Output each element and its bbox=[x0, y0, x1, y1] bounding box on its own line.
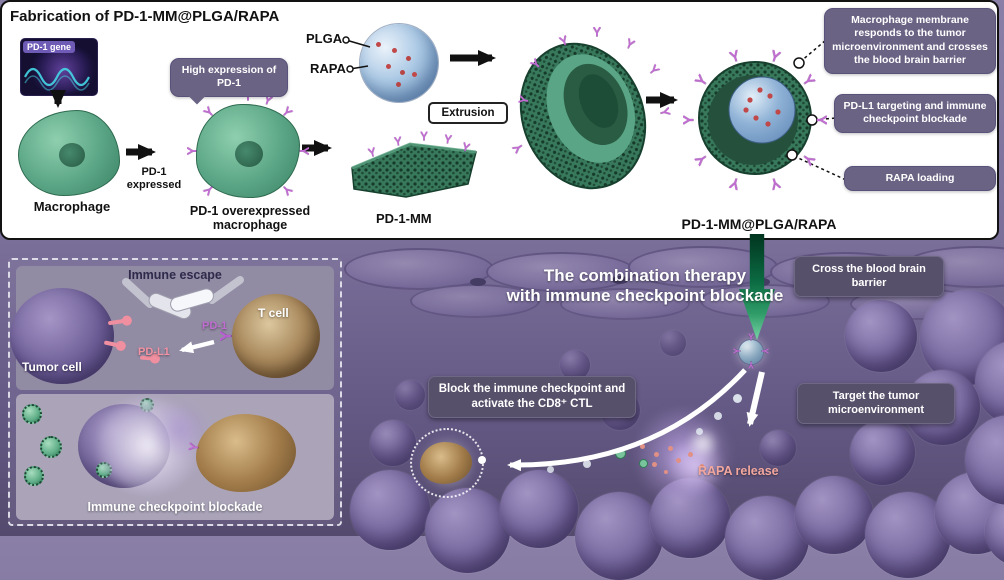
pd1-receptor-icon bbox=[389, 132, 407, 150]
vesicle-dot bbox=[478, 456, 486, 464]
callout-pdl1: PD-L1 targeting and immune checkpoint bl… bbox=[834, 94, 996, 133]
pd1-receptor-icon bbox=[185, 438, 204, 457]
rapa-dot bbox=[654, 452, 659, 457]
pdl1-label: PD-L1 bbox=[138, 346, 170, 358]
barrier-junction-dot bbox=[470, 278, 486, 286]
pd1-receptor-icon bbox=[589, 24, 605, 40]
membrane-vesicle-dot bbox=[639, 459, 648, 468]
pd1-expressed-label: PD-1 expressed bbox=[126, 166, 182, 191]
product-label: PD-1-MM@PLGA/RAPA bbox=[681, 216, 837, 232]
tumor-cell-sphere bbox=[845, 300, 917, 372]
rapa-drug-dots bbox=[376, 42, 381, 47]
pd1-gene-badge: PD-1 gene bbox=[23, 41, 76, 53]
rapa-dot bbox=[664, 470, 668, 474]
scene-title: The combination therapy with immune chec… bbox=[460, 266, 830, 307]
vesicle-dot bbox=[696, 428, 703, 435]
pd1-receptor-icon bbox=[439, 130, 457, 148]
arrow-to-release bbox=[746, 371, 765, 427]
tumor-cell-sphere bbox=[575, 492, 663, 580]
barrier-cell bbox=[410, 284, 540, 318]
immune-escape-label: Immune escape bbox=[128, 268, 222, 282]
tumor-cell-sphere bbox=[850, 420, 915, 485]
pd1-receptor-icon bbox=[743, 357, 759, 373]
overexpressed-label: PD-1 overexpressed macrophage bbox=[189, 204, 311, 233]
ctl-cell bbox=[420, 442, 472, 484]
macrophage-cell bbox=[18, 110, 120, 196]
nanovesicle-icon bbox=[24, 466, 44, 486]
macrophage-label: Macrophage bbox=[33, 199, 111, 214]
cell-nucleus bbox=[59, 143, 85, 167]
rapa-release-label: RAPA release bbox=[698, 464, 779, 478]
extrusion-box: Extrusion bbox=[428, 102, 508, 124]
vesicle-dot bbox=[714, 412, 722, 420]
dna-strand-icon bbox=[24, 67, 90, 91]
blockade-label: Immune checkpoint blockade bbox=[87, 500, 263, 514]
pd1-gene-image: PD-1 gene bbox=[20, 38, 98, 96]
tumor-cell-sphere bbox=[795, 476, 873, 554]
tumor-cell-sphere bbox=[370, 420, 416, 466]
pd1-receptor-icon bbox=[296, 143, 312, 159]
pd1-receptor-icon bbox=[416, 128, 432, 144]
panel-title: Fabrication of PD-1-MM@PLGA/RAPA bbox=[10, 8, 280, 25]
barrier-cell bbox=[344, 248, 494, 290]
tumor-cell-sphere bbox=[660, 330, 686, 356]
barrier-cell bbox=[486, 252, 636, 292]
nanovesicle-icon bbox=[22, 404, 42, 424]
vesicle-dot bbox=[733, 394, 742, 403]
pd1mm-label: PD-1-MM bbox=[376, 211, 432, 226]
high-expression-callout: High expression of PD-1 bbox=[170, 58, 288, 97]
barrier-junction-dot bbox=[612, 276, 628, 284]
rapa-dot bbox=[668, 446, 673, 451]
pd1-receptor-icon bbox=[681, 112, 697, 128]
pd1-receptor-icon bbox=[757, 343, 773, 359]
barrier-cell bbox=[560, 288, 690, 320]
inset-t-cell bbox=[232, 294, 320, 378]
callout-bbb: Macrophage membrane responds to the tumo… bbox=[824, 8, 996, 74]
rapa-dot bbox=[688, 452, 693, 457]
target-tme-box: Target the tumor microenvironment bbox=[797, 383, 955, 424]
tumor-cell-sphere bbox=[500, 470, 578, 548]
rapa-dot bbox=[652, 462, 657, 467]
tumor-cell-sphere bbox=[425, 488, 510, 573]
scene-title-line1: The combination therapy bbox=[543, 266, 747, 285]
inset-tumor-cell bbox=[10, 288, 114, 384]
graphical-abstract: { "top": { "title": "Fabrication of PD-1… bbox=[0, 0, 1004, 536]
tumor-cell-sphere bbox=[760, 430, 796, 466]
rapa-dot bbox=[676, 458, 681, 463]
callout-rapa: RAPA loading bbox=[844, 166, 996, 192]
cell-nucleus bbox=[235, 141, 263, 167]
nanovesicle-icon bbox=[40, 436, 62, 458]
tumor-cell-sphere bbox=[395, 380, 425, 410]
plga-core-sphere bbox=[360, 24, 438, 102]
pd1-receptor-icon bbox=[729, 343, 745, 359]
rapa-label: RAPA bbox=[310, 61, 346, 76]
vesicle-dot bbox=[547, 466, 554, 473]
inset-ctl-cell bbox=[196, 414, 296, 492]
scene-title-line2: with immune checkpoint blockade bbox=[506, 286, 784, 306]
block-checkpoint-box: Block the immune checkpoint and activate… bbox=[428, 376, 636, 418]
plga-label: PLGA bbox=[306, 31, 343, 46]
t-cell-label: T cell bbox=[258, 306, 289, 320]
pd1-receptor-icon bbox=[813, 112, 829, 128]
pd1-receptor-icon bbox=[184, 143, 200, 159]
vesicle-dot bbox=[583, 460, 591, 468]
pd1-label: PD-1 bbox=[202, 320, 228, 332]
rapa-dot bbox=[640, 444, 645, 449]
tumor-cell-label: Tumor cell bbox=[22, 360, 82, 374]
membrane-vesicle-dot bbox=[615, 448, 626, 459]
cross-bbb-box: Cross the blood brain barrier bbox=[794, 256, 944, 297]
